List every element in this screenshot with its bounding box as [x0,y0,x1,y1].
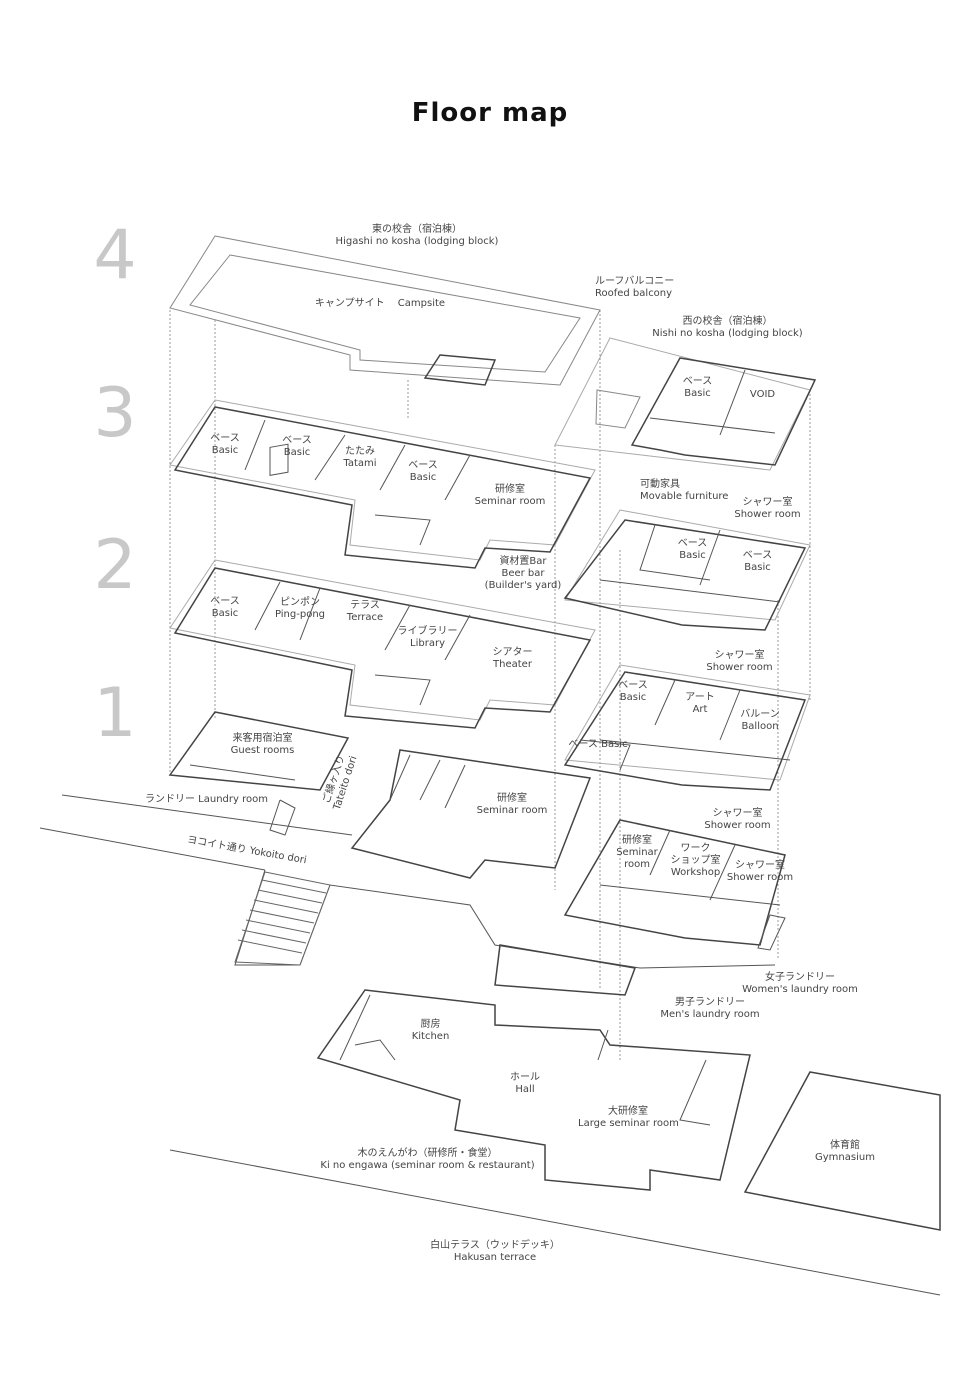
floor1-guest-block [168,711,350,836]
floor4-campsite [169,235,601,386]
west-floor1 [563,664,811,791]
label-w1-basic-2: ベース Basic [568,739,628,750]
label-laundry: ランドリー Laundry room [145,794,268,805]
floor-number-2: 2 [93,526,137,605]
label-higashi: 東の校舎（宿泊棟）Higashi no kosha (lodging block… [335,224,499,247]
west-floor3 [554,337,817,471]
label-nishi: 西の校舎（宿泊棟）Nishi no kosha (lodging block) [652,316,803,339]
middle-corridor [494,944,637,996]
floor-number-1: 1 [93,674,137,753]
floor3-east [169,399,596,569]
label-w3-void: VOID [749,389,776,400]
floor1-seminar-block [350,749,592,879]
streets [39,794,941,1296]
label-ki-no-engawa: 木のえんがわ（研修所・食堂）Ki no engawa (seminar room… [320,1148,535,1171]
vertical-guides [169,310,811,1060]
floor-number-4: 4 [93,216,137,295]
page-title: Floor map [411,98,569,128]
west-floor2 [563,509,811,631]
floor2-east [169,559,596,729]
gymnasium-building [743,1071,941,1231]
west-ground-floor [563,819,786,951]
ki-no-engawa [316,989,751,1191]
label-hakusan-terrace: 白山テラス（ウッドデッキ）Hakusan terrace [430,1240,560,1263]
floor-number-3: 3 [93,374,137,453]
label-campsite: キャンプサイト Campsite [314,298,446,309]
main-stairs [234,871,331,966]
